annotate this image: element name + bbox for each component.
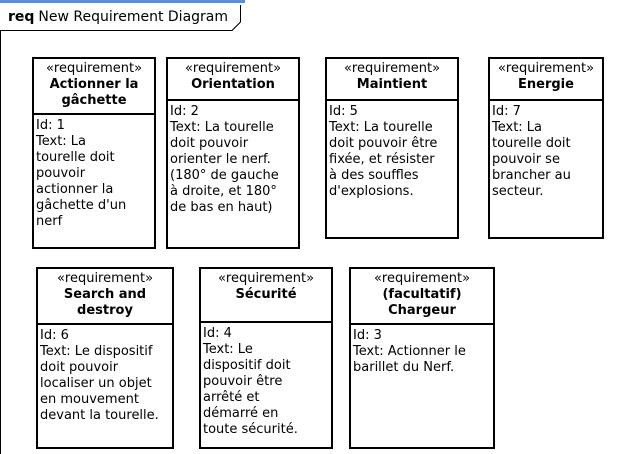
requirement-box-actionner[interactable]: «requirement» Actionner la gâchette Id: …	[32, 57, 156, 249]
requirement-name: Energie	[518, 77, 574, 92]
requirement-text: Text: La tourelle doit pouvoir être fixé…	[329, 120, 438, 199]
requirement-name: Maintient	[356, 77, 428, 92]
requirement-stereotype: «requirement»	[56, 271, 154, 286]
requirement-header: «requirement» (facultatif) Chargeur	[351, 269, 493, 325]
requirement-box-maintient[interactable]: «requirement» Maintient Id: 5 Text: La t…	[325, 57, 459, 239]
requirement-name: Actionner la gâchette	[49, 77, 139, 108]
requirement-box-securite[interactable]: «requirement» Sécurité Id: 4 Text: Le di…	[199, 267, 333, 449]
requirement-body: Id: 4 Text: Le dispositif doit pouvoir ê…	[201, 323, 331, 438]
requirement-box-search-and-destroy[interactable]: «requirement» Search and destroy Id: 6 T…	[36, 267, 174, 449]
requirement-body: Id: 1 Text: La tourelle doit pouvoir act…	[34, 115, 154, 230]
diagram-kind-keyword: req	[8, 9, 35, 25]
requirement-box-energie[interactable]: «requirement» Energie Id: 7 Text: La tou…	[488, 57, 604, 239]
requirement-text: Text: Le dispositif doit pouvoir localis…	[40, 344, 159, 423]
requirement-text: Text: Actionner le barillet du Nerf.	[353, 344, 466, 375]
requirement-body: Id: 2 Text: La tourelle doit pouvoir ori…	[168, 101, 298, 216]
requirement-name: Sécurité	[235, 287, 297, 302]
requirement-header: «requirement» Orientation	[168, 59, 298, 101]
diagram-title: New Requirement Diagram	[38, 9, 229, 25]
requirement-id: Id: 7	[492, 104, 521, 119]
requirement-id: Id: 6	[40, 328, 69, 343]
requirement-stereotype: «requirement»	[45, 61, 143, 76]
requirement-name: Orientation	[191, 77, 275, 92]
requirement-id: Id: 1	[36, 118, 65, 133]
requirement-header: «requirement» Sécurité	[201, 269, 331, 323]
requirement-name: (facultatif) Chargeur	[382, 287, 462, 318]
requirement-body: Id: 5 Text: La tourelle doit pouvoir êtr…	[327, 101, 457, 200]
requirement-stereotype: «requirement»	[343, 61, 441, 76]
requirement-stereotype: «requirement»	[217, 271, 315, 286]
requirement-id: Id: 5	[329, 104, 358, 119]
requirement-text: Text: La tourelle doit pouvoir orienter …	[170, 120, 279, 215]
requirement-text: Text: La tourelle doit pouvoir actionner…	[36, 134, 127, 229]
requirement-text: Text: La tourelle doit pouvoir se branch…	[492, 120, 571, 199]
requirement-stereotype: «requirement»	[184, 61, 282, 76]
requirement-id: Id: 3	[353, 328, 382, 343]
diagram-frame-border	[0, 5, 1, 454]
requirement-id: Id: 2	[170, 104, 199, 119]
requirement-header: «requirement» Actionner la gâchette	[34, 59, 154, 115]
requirement-text: Text: Le dispositif doit pouvoir être ar…	[203, 342, 298, 437]
requirement-header: «requirement» Energie	[490, 59, 602, 101]
requirement-body: Id: 3 Text: Actionner le barillet du Ner…	[351, 325, 493, 376]
requirement-stereotype: «requirement»	[373, 271, 471, 286]
selection-highlight-bar	[0, 0, 245, 3]
requirement-id: Id: 4	[203, 326, 232, 341]
requirement-box-chargeur[interactable]: «requirement» (facultatif) Chargeur Id: …	[349, 267, 495, 449]
requirement-body: Id: 6 Text: Le dispositif doit pouvoir l…	[38, 325, 172, 424]
requirement-header: «requirement» Search and destroy	[38, 269, 172, 325]
requirement-box-orientation[interactable]: «requirement» Orientation Id: 2 Text: La…	[166, 57, 300, 249]
requirement-stereotype: «requirement»	[497, 61, 595, 76]
requirement-body: Id: 7 Text: La tourelle doit pouvoir se …	[490, 101, 602, 200]
requirement-header: «requirement» Maintient	[327, 59, 457, 101]
requirement-name: Search and destroy	[63, 287, 147, 318]
